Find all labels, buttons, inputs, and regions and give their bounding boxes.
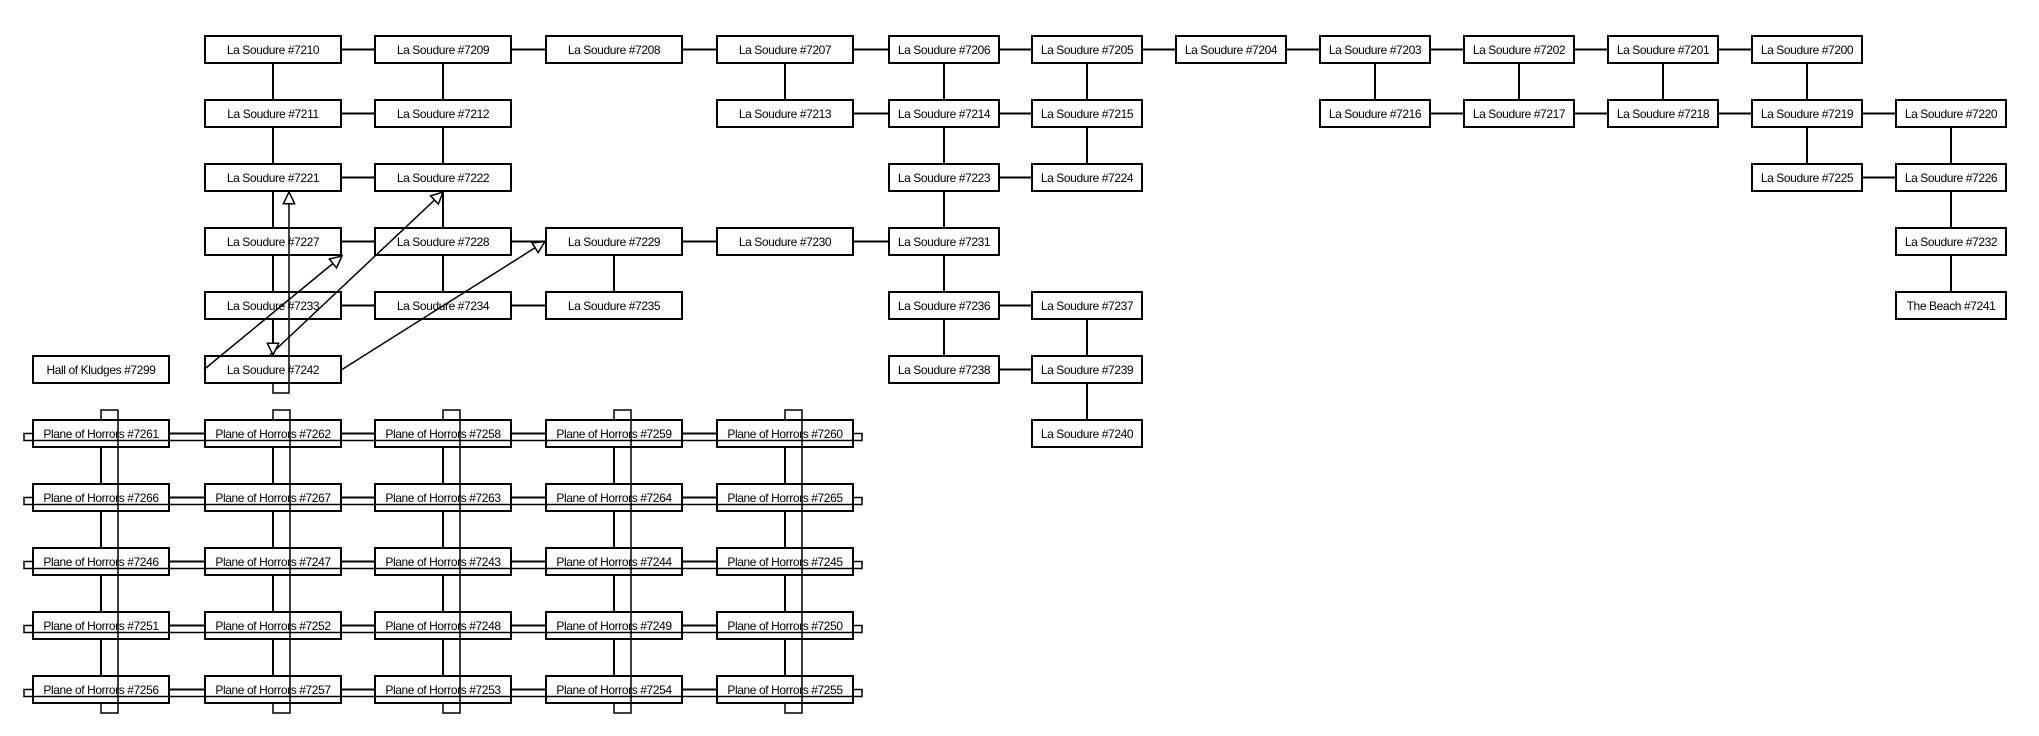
room-node-7260[interactable]: Plane of Horrors #7260 bbox=[716, 419, 854, 448]
room-node-7208[interactable]: La Soudure #7208 bbox=[545, 35, 683, 64]
room-node-7223[interactable]: La Soudure #7223 bbox=[888, 163, 1000, 192]
room-node-7232[interactable]: La Soudure #7232 bbox=[1895, 227, 2007, 256]
room-node-7204[interactable]: La Soudure #7204 bbox=[1175, 35, 1287, 64]
room-node-7212[interactable]: La Soudure #7212 bbox=[374, 99, 512, 128]
room-node-7210[interactable]: La Soudure #7210 bbox=[204, 35, 342, 64]
room-node-7236[interactable]: La Soudure #7236 bbox=[888, 291, 1000, 320]
room-node-7262[interactable]: Plane of Horrors #7262 bbox=[204, 419, 342, 448]
room-node-7266[interactable]: Plane of Horrors #7266 bbox=[32, 483, 170, 512]
room-node-7205[interactable]: La Soudure #7205 bbox=[1031, 35, 1143, 64]
room-node-7216[interactable]: La Soudure #7216 bbox=[1319, 99, 1431, 128]
room-node-7200[interactable]: La Soudure #7200 bbox=[1751, 35, 1863, 64]
room-node-7222[interactable]: La Soudure #7222 bbox=[374, 163, 512, 192]
room-node-7250[interactable]: Plane of Horrors #7250 bbox=[716, 611, 854, 640]
room-node-7227[interactable]: La Soudure #7227 bbox=[204, 227, 342, 256]
room-node-7220[interactable]: La Soudure #7220 bbox=[1895, 99, 2007, 128]
room-node-7235[interactable]: La Soudure #7235 bbox=[545, 291, 683, 320]
room-node-7267[interactable]: Plane of Horrors #7267 bbox=[204, 483, 342, 512]
room-node-7225[interactable]: La Soudure #7225 bbox=[1751, 163, 1863, 192]
room-node-7218[interactable]: La Soudure #7218 bbox=[1607, 99, 1719, 128]
room-node-7207[interactable]: La Soudure #7207 bbox=[716, 35, 854, 64]
room-node-7259[interactable]: Plane of Horrors #7259 bbox=[545, 419, 683, 448]
room-node-7221[interactable]: La Soudure #7221 bbox=[204, 163, 342, 192]
room-node-7224[interactable]: La Soudure #7224 bbox=[1031, 163, 1143, 192]
room-node-7211[interactable]: La Soudure #7211 bbox=[204, 99, 342, 128]
room-node-7243[interactable]: Plane of Horrors #7243 bbox=[374, 547, 512, 576]
room-node-7249[interactable]: Plane of Horrors #7249 bbox=[545, 611, 683, 640]
room-node-7263[interactable]: Plane of Horrors #7263 bbox=[374, 483, 512, 512]
room-node-7226[interactable]: La Soudure #7226 bbox=[1895, 163, 2007, 192]
room-node-7251[interactable]: Plane of Horrors #7251 bbox=[32, 611, 170, 640]
room-node-7233[interactable]: La Soudure #7233 bbox=[204, 291, 342, 320]
room-node-7299[interactable]: Hall of Kludges #7299 bbox=[32, 355, 170, 384]
room-node-7244[interactable]: Plane of Horrors #7244 bbox=[545, 547, 683, 576]
room-node-7239[interactable]: La Soudure #7239 bbox=[1031, 355, 1143, 384]
room-node-7234[interactable]: La Soudure #7234 bbox=[374, 291, 512, 320]
room-node-7219[interactable]: La Soudure #7219 bbox=[1751, 99, 1863, 128]
room-node-7256[interactable]: Plane of Horrors #7256 bbox=[32, 675, 170, 704]
room-node-7246[interactable]: Plane of Horrors #7246 bbox=[32, 547, 170, 576]
room-node-7230[interactable]: La Soudure #7230 bbox=[716, 227, 854, 256]
room-node-7241[interactable]: The Beach #7241 bbox=[1895, 291, 2007, 320]
room-node-7248[interactable]: Plane of Horrors #7248 bbox=[374, 611, 512, 640]
room-node-7214[interactable]: La Soudure #7214 bbox=[888, 99, 1000, 128]
room-node-7257[interactable]: Plane of Horrors #7257 bbox=[204, 675, 342, 704]
room-node-7238[interactable]: La Soudure #7238 bbox=[888, 355, 1000, 384]
room-node-7202[interactable]: La Soudure #7202 bbox=[1463, 35, 1575, 64]
room-node-7261[interactable]: Plane of Horrors #7261 bbox=[32, 419, 170, 448]
room-node-7215[interactable]: La Soudure #7215 bbox=[1031, 99, 1143, 128]
room-node-7258[interactable]: Plane of Horrors #7258 bbox=[374, 419, 512, 448]
room-node-7201[interactable]: La Soudure #7201 bbox=[1607, 35, 1719, 64]
room-node-7240[interactable]: La Soudure #7240 bbox=[1031, 419, 1143, 448]
room-node-7228[interactable]: La Soudure #7228 bbox=[374, 227, 512, 256]
room-node-7213[interactable]: La Soudure #7213 bbox=[716, 99, 854, 128]
room-node-7253[interactable]: Plane of Horrors #7253 bbox=[374, 675, 512, 704]
room-node-7209[interactable]: La Soudure #7209 bbox=[374, 35, 512, 64]
room-node-7264[interactable]: Plane of Horrors #7264 bbox=[545, 483, 683, 512]
room-node-7231[interactable]: La Soudure #7231 bbox=[888, 227, 1000, 256]
room-node-7217[interactable]: La Soudure #7217 bbox=[1463, 99, 1575, 128]
room-node-7229[interactable]: La Soudure #7229 bbox=[545, 227, 683, 256]
room-node-7247[interactable]: Plane of Horrors #7247 bbox=[204, 547, 342, 576]
room-node-7245[interactable]: Plane of Horrors #7245 bbox=[716, 547, 854, 576]
room-node-7254[interactable]: Plane of Horrors #7254 bbox=[545, 675, 683, 704]
room-node-7237[interactable]: La Soudure #7237 bbox=[1031, 291, 1143, 320]
room-node-7203[interactable]: La Soudure #7203 bbox=[1319, 35, 1431, 64]
room-node-7242[interactable]: La Soudure #7242 bbox=[204, 355, 342, 384]
room-node-7255[interactable]: Plane of Horrors #7255 bbox=[716, 675, 854, 704]
room-node-7252[interactable]: Plane of Horrors #7252 bbox=[204, 611, 342, 640]
room-node-7265[interactable]: Plane of Horrors #7265 bbox=[716, 483, 854, 512]
room-node-7206[interactable]: La Soudure #7206 bbox=[888, 35, 1000, 64]
